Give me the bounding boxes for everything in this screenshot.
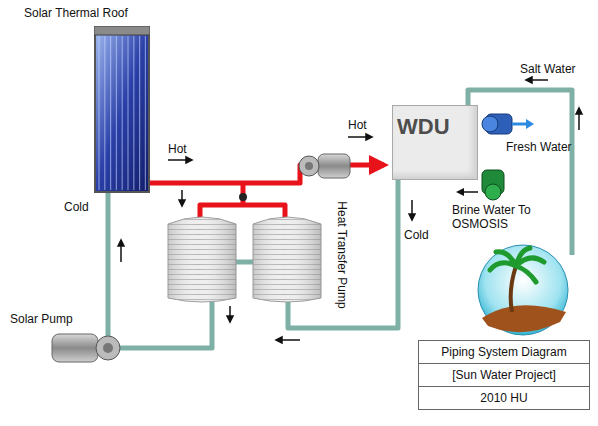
- flow-arrow: [168, 159, 186, 161]
- flow-arrow: [227, 316, 233, 322]
- island-illustration: [478, 245, 568, 335]
- flow-arrow: [348, 136, 366, 138]
- flow-arrow: [526, 77, 532, 83]
- node-title: WDU: [397, 114, 450, 140]
- flow-arrow: [282, 339, 300, 341]
- cold-pipe: [108, 90, 572, 348]
- flow-arrow: [120, 246, 122, 262]
- table-cell: Piping System Diagram: [419, 341, 589, 363]
- vacuum-tube: [116, 36, 117, 190]
- heat-transfer-pump: [299, 156, 319, 176]
- flow-arrow: [411, 200, 413, 214]
- cold-pipe: [118, 300, 212, 348]
- pump-label: Heat Transfer Pump: [335, 201, 349, 308]
- output-label: Brine Water To OSMOSIS: [452, 203, 548, 231]
- flow-arrow: [118, 240, 124, 246]
- flow-arrow: [532, 79, 548, 81]
- flow-label: Hot: [168, 142, 187, 156]
- flow-label: Salt Water: [520, 62, 576, 76]
- fresh-water-pump: [512, 123, 528, 126]
- junction-dot: [239, 193, 247, 201]
- node-heading: Solar Thermal Roof: [24, 6, 128, 20]
- flow-arrow: [366, 134, 372, 140]
- wdu-box: WDU: [392, 105, 478, 180]
- storage-tank: [168, 217, 236, 302]
- output-label: Fresh Water: [506, 140, 572, 154]
- hot-pipe: [200, 183, 285, 222]
- vacuum-tube: [127, 36, 128, 190]
- vacuum-tube: [104, 36, 105, 190]
- storage-tank: [253, 217, 321, 302]
- table-cell: 2010 HU: [419, 386, 589, 409]
- island-illustration: [478, 245, 568, 335]
- flow-arrow: [576, 108, 582, 114]
- solar-pump: [52, 334, 98, 362]
- flow-arrow: [276, 337, 282, 343]
- brine-pump: [462, 191, 478, 193]
- solar-pump: [96, 336, 120, 360]
- vacuum-tube: [122, 36, 123, 190]
- solar-pump: [103, 343, 113, 353]
- fresh-water-pump: [526, 119, 534, 129]
- vacuum-tube: [145, 36, 146, 190]
- solar-pump: [52, 334, 120, 362]
- vacuum-tube: [98, 36, 99, 190]
- cold-pipe: [235, 260, 255, 265]
- brine-pump: [456, 188, 464, 196]
- heat-transfer-pump: [318, 154, 350, 178]
- storage-tank: [168, 217, 236, 302]
- table-cell: [Sun Water Project]: [419, 363, 589, 386]
- flow-arrow: [229, 306, 231, 316]
- title-table: Piping System Diagram[Sun Water Project]…: [418, 340, 590, 410]
- flow-arrow: [578, 114, 580, 130]
- cold-pipe: [106, 192, 111, 336]
- flow-arrow: [409, 214, 415, 220]
- flow-arrow: [181, 190, 183, 200]
- flow-label: Hot: [348, 118, 367, 132]
- flow-arrow: [118, 77, 582, 343]
- flow-arrow: [186, 157, 192, 163]
- vacuum-tube: [133, 36, 134, 190]
- heat-transfer-pump: [299, 154, 350, 178]
- solar-panel: [94, 26, 150, 196]
- island-illustration: [490, 248, 544, 282]
- panel-frame: [95, 32, 149, 192]
- flow-label: Cold: [404, 228, 429, 242]
- brine-pump: [485, 184, 501, 200]
- fresh-water-pump: [482, 114, 534, 134]
- storage-tank: [253, 217, 321, 302]
- heat-transfer-pump: [305, 162, 313, 170]
- vacuum-tube: [139, 36, 140, 190]
- vacuum-tube: [110, 36, 111, 190]
- flow-label: Cold: [64, 200, 89, 214]
- island-illustration: [511, 266, 516, 312]
- island-illustration: [482, 305, 566, 332]
- panel-header: [94, 26, 150, 35]
- pump-label: Solar Pump: [10, 312, 73, 326]
- storage-tank: [168, 217, 236, 302]
- storage-tank: [253, 217, 321, 302]
- solar-roof: Solar Thermal Roof: [24, 6, 150, 196]
- flow-arrow: [179, 200, 185, 206]
- fresh-water-pump: [482, 116, 498, 132]
